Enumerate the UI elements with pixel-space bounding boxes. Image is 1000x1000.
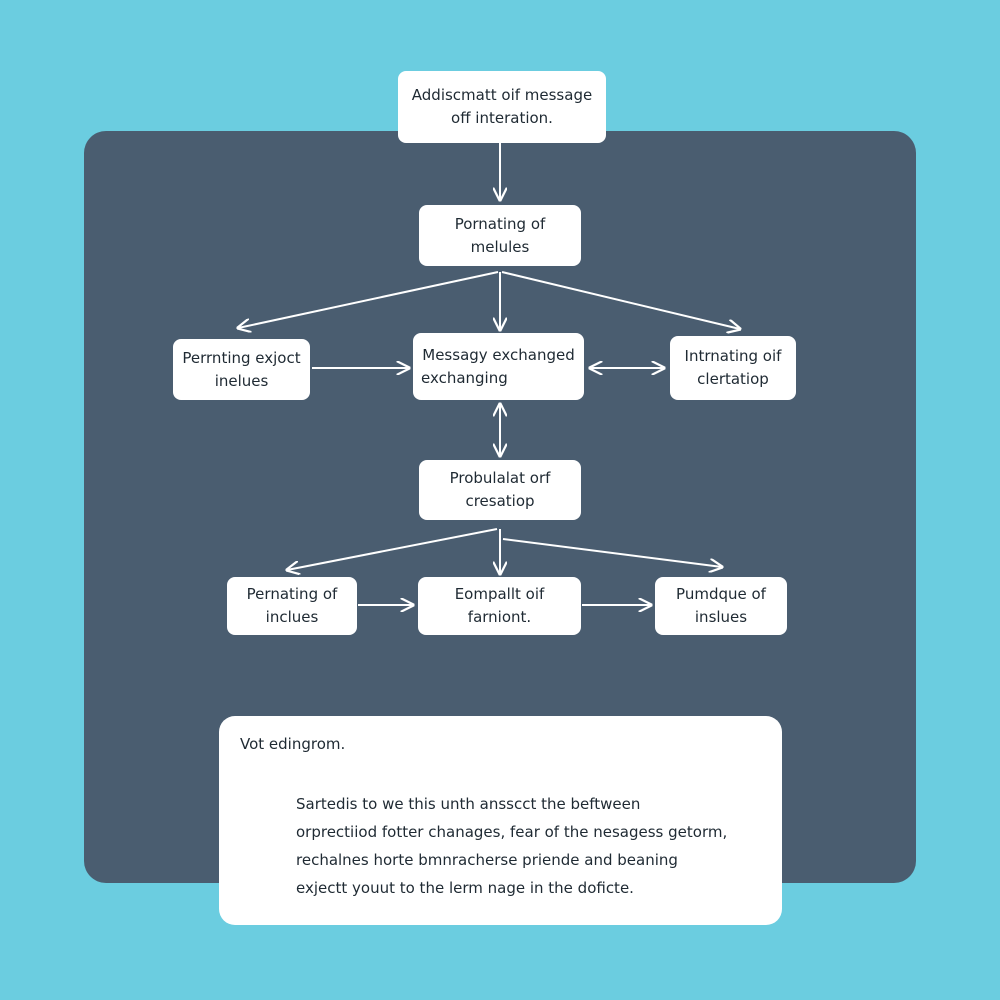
node-text: clertatiop [697, 370, 769, 388]
node-text: Pumdque of [676, 585, 766, 603]
node-n2: Pornating of melules [419, 205, 581, 266]
node-text: off interation. [451, 109, 553, 127]
arrow-n2-to-right1 [501, 271, 740, 329]
note-body: Sartedis to we this unth ansscct the bef… [296, 790, 727, 902]
node-text: Messagy exchanged [422, 345, 575, 364]
node-text: inclues [265, 608, 319, 626]
node-br: Pumdque of inslues [655, 577, 787, 635]
node-text: Pernating of [246, 585, 338, 603]
note-title: Vot edingrom. [240, 735, 346, 753]
note-line: rechalnes horte bmnracherse priende and … [296, 851, 678, 869]
note-line: Sartedis to we this unth ansscct the bef… [296, 795, 641, 813]
node-text: Pornating of [454, 214, 546, 233]
arrow-n2-to-left1 [238, 271, 499, 328]
node-text: cresatiop [465, 492, 535, 510]
node-text: melules [470, 237, 530, 256]
node-text: inelues [214, 371, 269, 390]
node-left1: Perrnting exjoct inelues [173, 339, 310, 400]
arrow-n4-to-bl [287, 528, 498, 570]
node-text: Probulalat orf [449, 469, 551, 487]
node-text: Addiscmatt oif message [411, 86, 593, 104]
arrow-n4-to-br [502, 538, 722, 567]
node-top: Addiscmatt oif message off interation. [398, 71, 606, 143]
note-card: Vot edingrom. Sartedis to we this unth a… [219, 716, 782, 925]
node-text: farniont. [467, 608, 532, 626]
node-text: exchanging [421, 368, 508, 387]
node-text: Intrnating oif [684, 347, 782, 365]
node-bc: Eompallt oif farniont. [418, 577, 581, 635]
node-text: inslues [694, 608, 748, 626]
node-right1: Intrnating oif clertatiop [670, 336, 796, 400]
note-line: exjectt youut to the lerm nage in the do… [296, 879, 634, 897]
node-text: Eompallt oif [454, 585, 545, 603]
node-bl: Pernating of inclues [227, 577, 357, 635]
note-line: orprectiiod fotter chanages, fear of the… [296, 823, 728, 841]
node-center: Messagy exchanged exchanging [413, 333, 584, 400]
node-text: Perrnting exjoct [182, 348, 301, 367]
node-n4: Probulalat orf cresatiop [419, 460, 581, 520]
